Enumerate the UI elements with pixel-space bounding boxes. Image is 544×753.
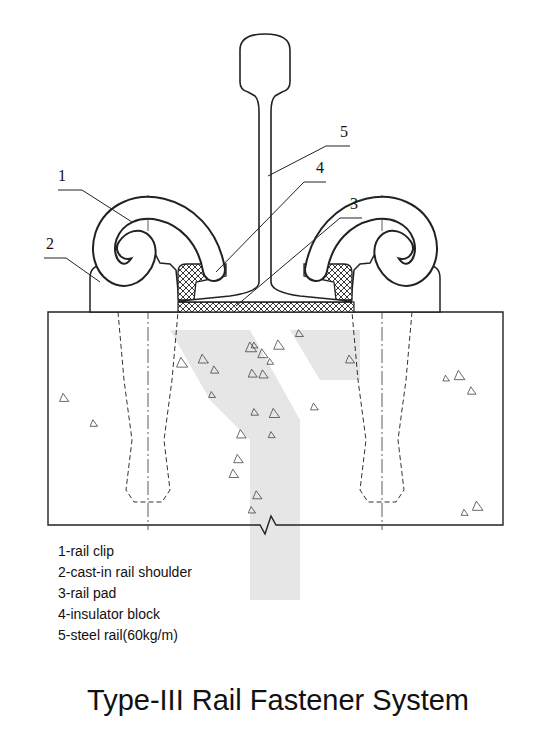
- concrete-aggregate: [209, 392, 216, 398]
- rail-clip: [104, 208, 214, 275]
- callout-number: 4: [316, 158, 324, 177]
- concrete-aggregate: [211, 366, 219, 373]
- concrete-aggregate: [234, 454, 244, 462]
- concrete-aggregate: [248, 507, 255, 513]
- concrete-aggregate: [198, 354, 208, 363]
- shoulder-leg: [118, 312, 178, 502]
- leader-line: [44, 258, 100, 282]
- concrete-aggregate: [346, 355, 355, 363]
- leader-line: [268, 146, 350, 176]
- concrete-aggregate: [229, 469, 239, 477]
- callout-number: 2: [46, 234, 54, 253]
- concrete-aggregate: [60, 393, 69, 401]
- concrete-aggregate: [251, 408, 259, 415]
- concrete-aggregate: [311, 403, 319, 410]
- concrete-aggregate: [468, 387, 477, 394]
- concrete-aggregate: [258, 349, 268, 358]
- concrete-aggregate: [268, 432, 275, 438]
- leader-line: [58, 190, 132, 222]
- watermark-shape: [290, 330, 360, 380]
- concrete-aggregate: [274, 340, 285, 349]
- leader-line: [236, 218, 362, 306]
- rail-pad: [178, 302, 354, 312]
- concrete-aggregate: [454, 370, 465, 379]
- concrete-aggregate: [267, 358, 274, 364]
- concrete-aggregate: [177, 357, 188, 367]
- concrete-aggregate: [461, 509, 468, 515]
- concrete-aggregate: [443, 375, 450, 381]
- legend-line: 1-rail clip: [58, 543, 114, 560]
- fastening-assembly: [90, 208, 226, 502]
- concrete-aggregate: [245, 342, 256, 352]
- concrete-aggregate: [472, 501, 483, 510]
- concrete-aggregate: [295, 330, 303, 337]
- legend-line: 4-insulator block: [58, 606, 160, 623]
- concrete-aggregate: [90, 420, 98, 427]
- fastening-assembly: [304, 208, 440, 502]
- concrete-texture: [60, 330, 483, 516]
- legend-line: 3-rail pad: [58, 585, 116, 602]
- callout-number: 1: [58, 166, 66, 185]
- callout-number: 5: [340, 122, 348, 141]
- concrete-sleeper: [48, 312, 503, 534]
- callout-number: 3: [350, 194, 358, 213]
- rail-clip: [104, 208, 214, 275]
- legend-line: 5-steel rail(60kg/m): [58, 627, 178, 644]
- diagram-title: Type-III Rail Fastener System: [87, 683, 469, 718]
- concrete-aggregate: [269, 408, 279, 417]
- concrete-aggregate: [248, 369, 257, 377]
- concrete-aggregate: [259, 370, 268, 378]
- leader-line: [216, 182, 326, 272]
- watermark-shape: [170, 330, 300, 600]
- concrete-aggregate: [253, 491, 262, 499]
- legend-line: 2-cast-in rail shoulder: [58, 564, 192, 581]
- steel-rail: [178, 34, 352, 302]
- concrete-aggregate: [237, 430, 247, 438]
